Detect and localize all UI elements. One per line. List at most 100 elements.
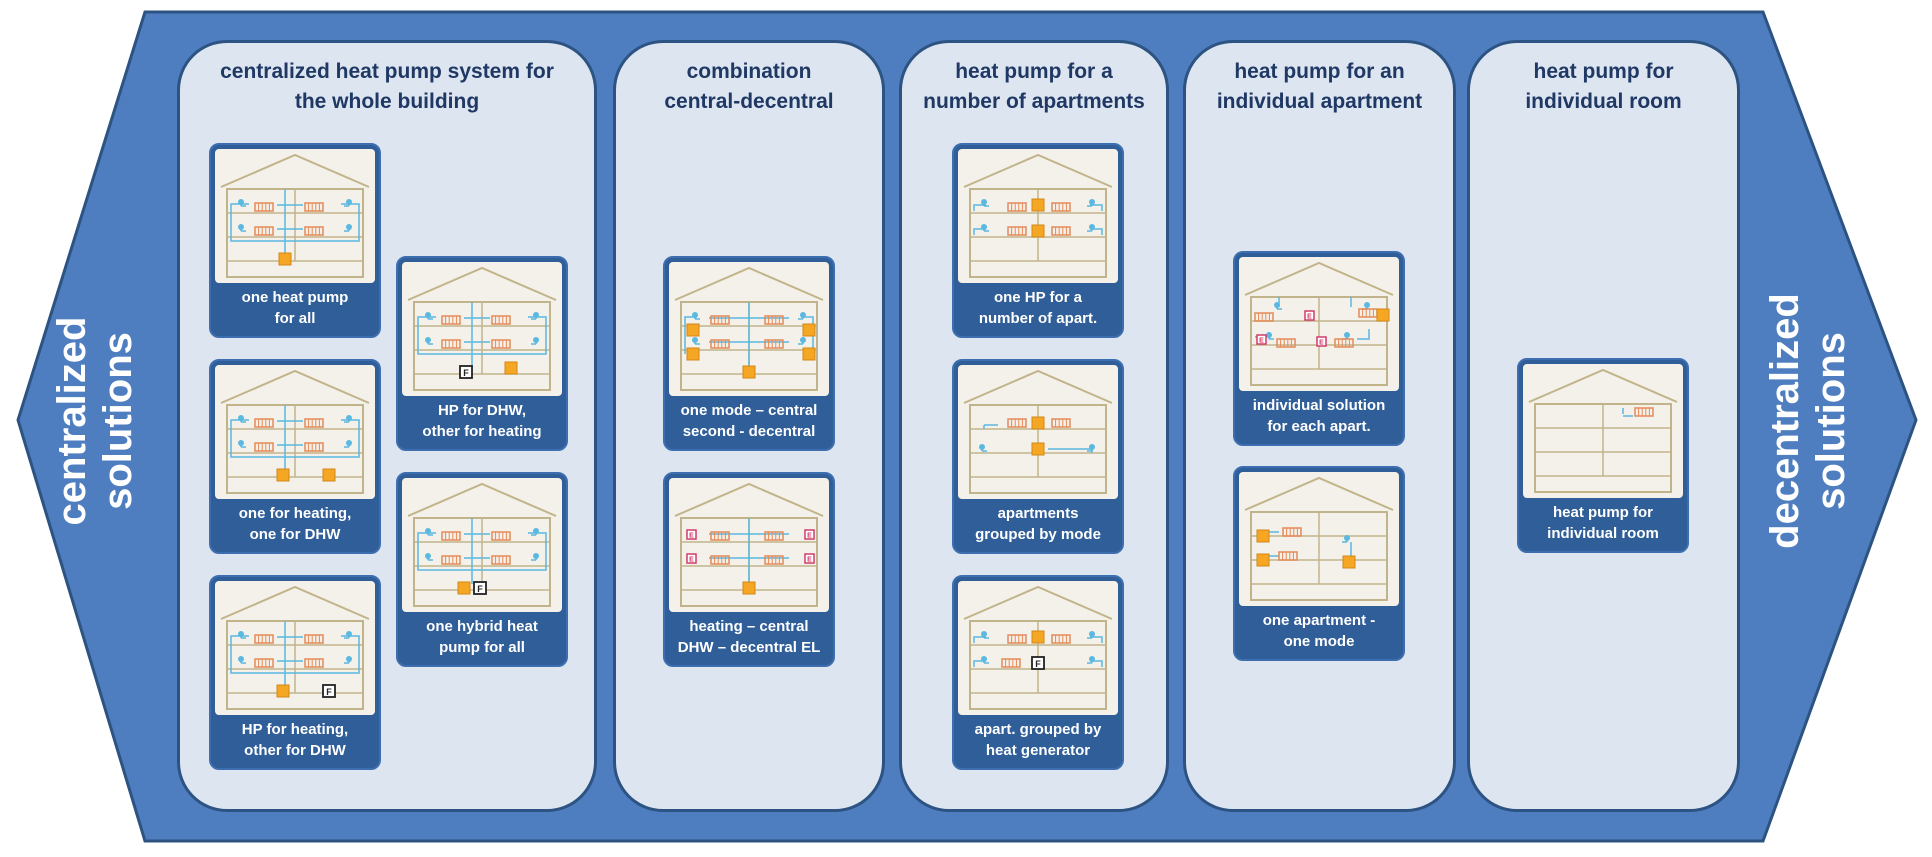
tap-head [981, 224, 987, 230]
heater-letter: E [689, 533, 694, 540]
radiator-icon [254, 418, 274, 428]
tap-head [1089, 199, 1095, 205]
radiator-icon [1051, 202, 1071, 212]
radiator-frame [1358, 308, 1378, 318]
tap-head [425, 528, 431, 534]
electric-heater-icon: E [804, 529, 815, 540]
tap-head [981, 631, 987, 637]
roof-shape [963, 585, 1113, 620]
water-tap-icon [1362, 302, 1370, 310]
water-tap-icon [531, 528, 539, 536]
water-tap-icon [344, 631, 352, 639]
radiator-icon [710, 339, 730, 349]
radiator-frame [491, 531, 511, 541]
radiator-frame [254, 418, 274, 428]
radiator-icon [254, 658, 274, 668]
tap-head [346, 199, 352, 205]
tap-head [238, 224, 244, 230]
water-tap-icon [692, 312, 700, 320]
water-tap-icon [425, 337, 433, 345]
electric-heater-icon: E [686, 553, 697, 564]
panel-title-line-2: the whole building [294, 90, 480, 113]
house-illustration: F [958, 581, 1118, 715]
radiator-icon [1278, 551, 1298, 561]
card-caption: one apartment -one mode [1239, 606, 1399, 655]
roof-shape [1244, 261, 1394, 296]
water-tap-icon [1087, 656, 1095, 664]
house-icon [1244, 476, 1394, 601]
radiator-frame [1634, 407, 1654, 417]
generator-letter: F [463, 368, 469, 378]
heater-frame [686, 553, 697, 564]
heat-pump-icon [1256, 553, 1270, 567]
tap-head [238, 440, 244, 446]
radiator-icon [764, 531, 784, 541]
house-illustration [958, 365, 1118, 499]
heater-letter: E [1307, 314, 1312, 321]
radiator-frame [764, 555, 784, 565]
radiator-frame [1051, 634, 1071, 644]
water-tap-icon [238, 440, 246, 448]
heater-letter: E [1259, 338, 1264, 345]
card-one-for-heating-one-for-dhw: one for heating, one for DHW [209, 359, 381, 554]
water-tap-icon [531, 337, 539, 345]
house-icon [220, 153, 370, 278]
caption-line-2: number of apart. [978, 310, 1098, 327]
caption-line-1: one for heating, [238, 505, 352, 522]
radiator-frame [304, 418, 324, 428]
water-tap-icon [1087, 224, 1095, 232]
radiator-frame [1276, 338, 1296, 348]
caption-line-2: other for heating [422, 423, 542, 440]
right-label-line-2: solutions [1809, 332, 1853, 510]
radiator-icon [491, 315, 511, 325]
caption-line-1: one apartment - [1262, 612, 1376, 629]
radiator-icon [1007, 634, 1027, 644]
heater-letter: E [807, 557, 812, 564]
caption-line-2: second - decentral [682, 423, 816, 440]
caption-line-1: one hybrid heat [426, 618, 538, 635]
electric-heater-icon: E [1256, 334, 1267, 345]
caption-line-2: pump for all [439, 639, 525, 656]
water-pipe [983, 424, 1093, 453]
water-tap-icon [531, 553, 539, 561]
house-icon [1528, 368, 1678, 493]
radiator-icon [764, 555, 784, 565]
heat-pump-icon [276, 468, 290, 482]
roof-shape [674, 482, 824, 517]
heat-pump-icon [457, 581, 471, 595]
heater-frame [1304, 310, 1315, 321]
radiator-icon [710, 315, 730, 325]
water-tap-icon [979, 444, 987, 452]
caption-line-2: one for DHW [249, 526, 341, 543]
radiator-frame [1007, 418, 1027, 428]
radiator-frame [1007, 634, 1027, 644]
radiator-icon [304, 418, 324, 428]
radiator-icon [710, 555, 730, 565]
tap-head [346, 224, 352, 230]
caption-line-2: for each apart. [1267, 418, 1371, 435]
tap-head [238, 199, 244, 205]
panel-title: centralized heat pump system for the who… [188, 57, 586, 117]
roof-shape [407, 482, 557, 517]
heater-frame [1256, 334, 1267, 345]
generator-frame [473, 581, 487, 595]
roof-shape [220, 153, 370, 188]
water-tap-icon [238, 415, 246, 423]
roof-shape [963, 153, 1113, 188]
radiator-icon [254, 634, 274, 644]
radiator-icon [1051, 634, 1071, 644]
water-tap-icon [1087, 631, 1095, 639]
radiator-icon [764, 315, 784, 325]
heater-letter: E [1319, 340, 1324, 347]
panel-title-line-2: individual apartment [1216, 90, 1423, 113]
tap-head [425, 553, 431, 559]
heat-pump-icon [1376, 308, 1390, 322]
water-tap-icon [981, 199, 989, 207]
tap-head [692, 312, 698, 318]
radiator-icon [254, 442, 274, 452]
panel-centralized-system: centralized heat pump system for the who… [177, 40, 597, 812]
